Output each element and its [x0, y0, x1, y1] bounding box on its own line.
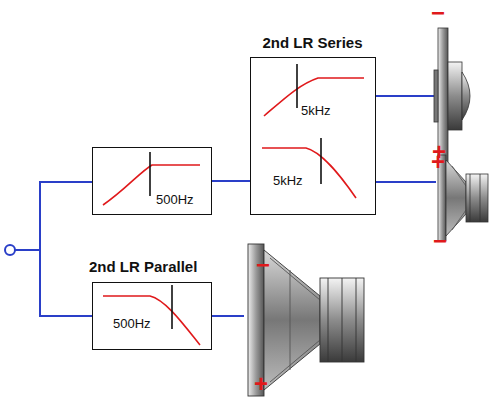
frequency-label: 500Hz [156, 192, 194, 207]
polarity-sign: + [254, 372, 268, 396]
box-heading: 2nd LR Parallel [89, 258, 197, 275]
polarity-sign: − [256, 253, 270, 277]
signal-wire [212, 180, 250, 182]
filter-box: 2nd LR Series5kHz5kHz [250, 57, 376, 215]
polarity-sign: − [431, 1, 445, 25]
filter-box: 500Hz [92, 147, 212, 215]
frequency-label: 500Hz [113, 316, 151, 331]
frequency-label: 5kHz [301, 103, 331, 118]
filter-box: 2nd LR Parallel500Hz [92, 282, 212, 350]
frequency-label: 5kHz [273, 173, 303, 188]
polarity-sign: + [431, 150, 445, 174]
polarity-sign: − [433, 229, 447, 253]
box-heading: 2nd LR Series [262, 34, 362, 51]
wiring [5, 96, 436, 317]
woofer [248, 244, 364, 396]
